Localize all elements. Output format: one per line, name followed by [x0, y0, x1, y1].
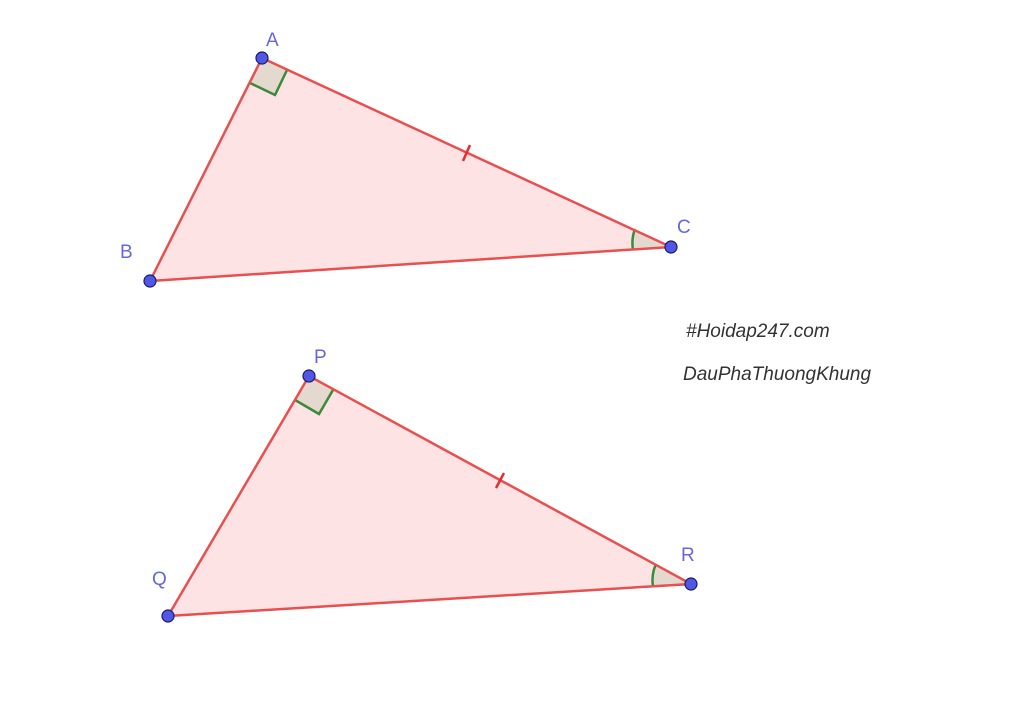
point-a[interactable] — [255, 51, 269, 65]
segment-ab — [148, 57, 264, 282]
angle-marker-r — [652, 564, 691, 587]
triangle-pqr-fill — [168, 376, 691, 616]
watermark-line-2: DauPhaThuongKhung — [683, 364, 871, 385]
label-r: R — [681, 545, 695, 566]
label-q: Q — [152, 569, 167, 590]
right-angle-marker-a — [250, 58, 287, 95]
point-c[interactable] — [664, 240, 678, 254]
point-b[interactable] — [143, 274, 157, 288]
triangle-abc-fill — [150, 58, 671, 281]
point-q[interactable] — [161, 609, 175, 623]
label-b: B — [120, 242, 133, 263]
triangle-pqr: P Q R — [152, 347, 698, 623]
right-angle-marker-p-outline — [294, 389, 335, 416]
label-c: C — [677, 217, 691, 238]
tick-mark-pr — [494, 472, 506, 489]
label-p: P — [314, 347, 327, 368]
point-r[interactable] — [684, 577, 698, 591]
label-a: A — [266, 30, 279, 51]
point-p[interactable] — [302, 369, 316, 383]
triangle-abc: A B C — [120, 30, 691, 288]
segment-qr — [167, 582, 692, 618]
right-angle-marker-a-outline — [249, 69, 289, 97]
watermark-line-1: #Hoidap247.com — [686, 321, 830, 342]
segment-bc — [149, 245, 672, 283]
segment-pq — [166, 375, 311, 617]
tick-mark-ac — [461, 144, 472, 162]
